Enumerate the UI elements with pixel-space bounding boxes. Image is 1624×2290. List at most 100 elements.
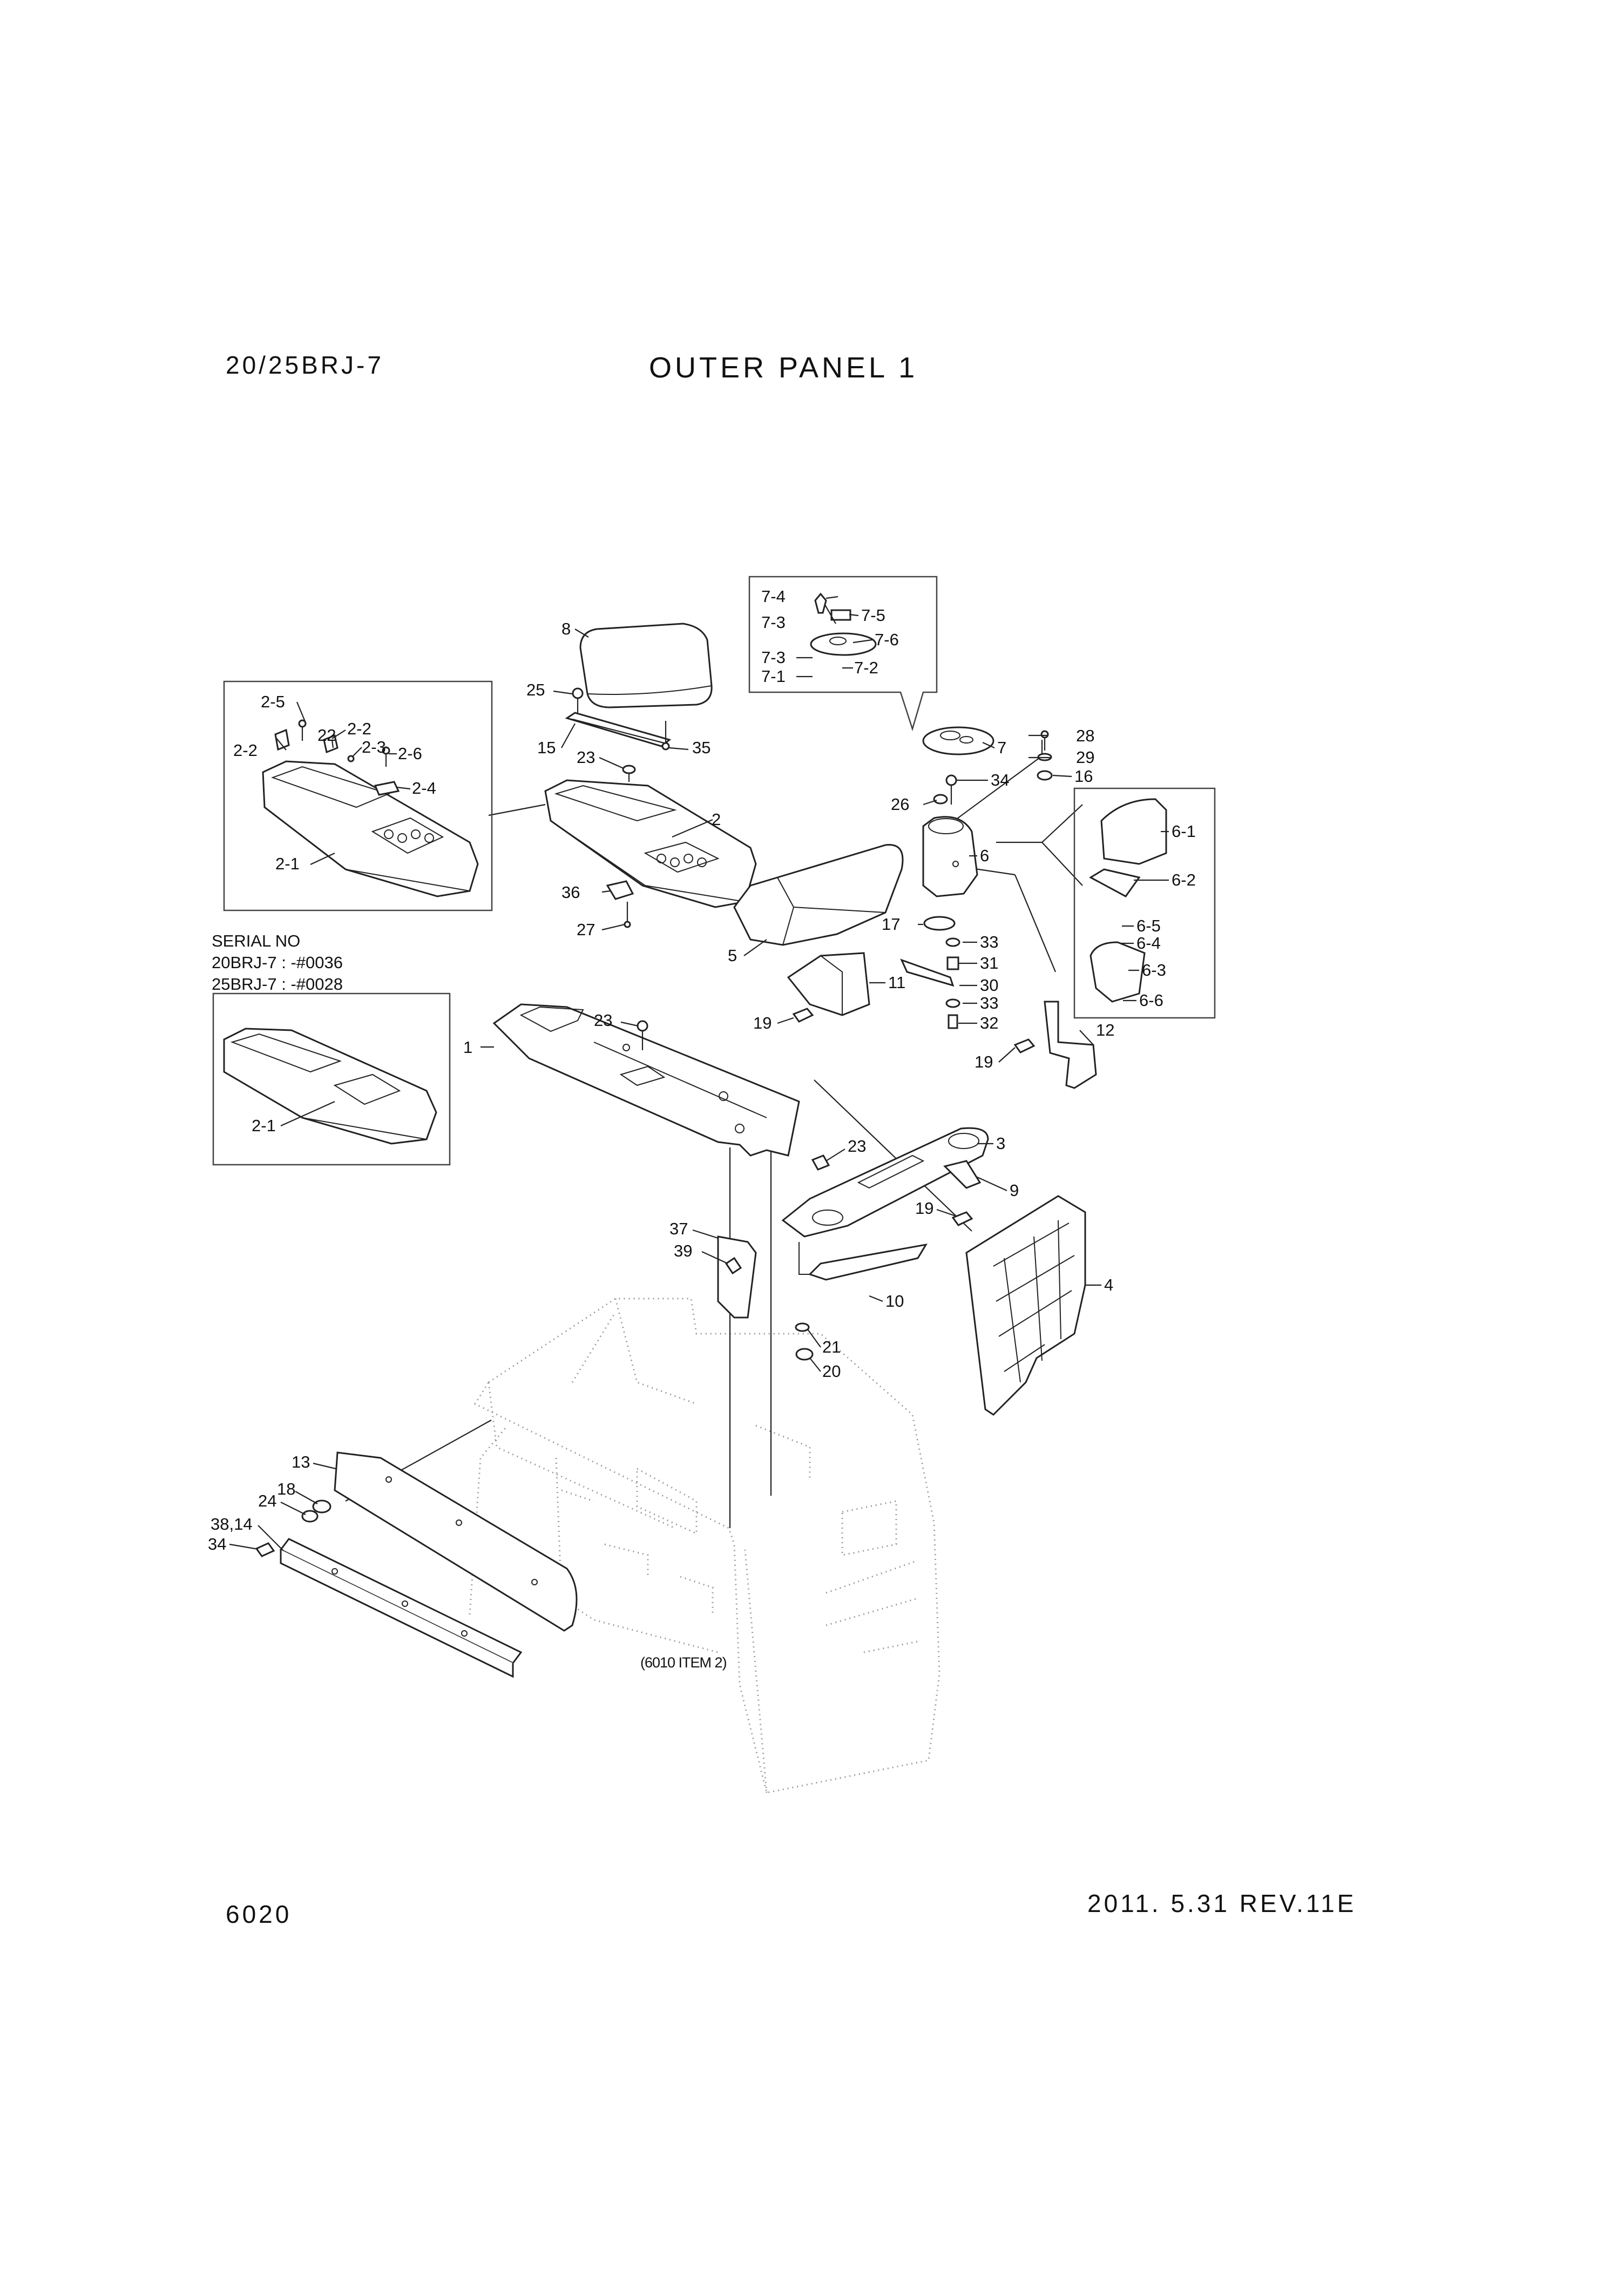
callout-label: 26: [891, 795, 909, 814]
inset-box-cover: [1073, 787, 1216, 1019]
callout-label: 25: [526, 680, 545, 699]
part-13-side-plate: [334, 1451, 578, 1632]
part-6-1-cover: [1100, 798, 1167, 865]
callout-label: 16: [1074, 767, 1093, 786]
part-10-bracket: [799, 1242, 928, 1281]
part-7-knob: [922, 726, 994, 755]
callout-label: 2-1: [252, 1116, 276, 1135]
callout-label: 33: [980, 994, 998, 1012]
callout-label: 6-3: [1142, 961, 1166, 980]
callout-label: 2-2: [233, 741, 258, 760]
part-5-front-cover: [733, 844, 904, 946]
callout-label: 7-4: [761, 587, 786, 606]
callout-label: 2-3: [362, 738, 386, 756]
callout-label: 24: [258, 1491, 276, 1510]
page-number: 6020: [226, 1900, 292, 1928]
part-11-bracket: [787, 952, 870, 1016]
callout-label: 37: [669, 1219, 688, 1238]
callout-label: 19: [975, 1052, 993, 1071]
callout-label: 5: [728, 946, 737, 965]
callout-label: 23: [594, 1011, 612, 1030]
callout-label: 7-3: [761, 648, 786, 667]
part-36-clip: [606, 880, 634, 900]
part-8-armrest-pad: [579, 623, 713, 708]
model-code: 20/25BRJ-7: [226, 351, 384, 379]
callout-label: 31: [980, 954, 998, 972]
callout-label: 7-3: [761, 613, 786, 632]
frame-outline-dotted: [469, 1298, 940, 1794]
callout-label: 6: [980, 846, 989, 865]
part-6-housing: [922, 816, 978, 897]
callout-label: 6-6: [1139, 991, 1163, 1010]
serial-line-25brj: 25BRJ-7 : -#0028: [212, 975, 343, 994]
callout-label: 2: [712, 810, 721, 829]
callout-label: 18: [277, 1480, 295, 1498]
callout-label: 8: [561, 619, 571, 638]
callout-label: 22: [317, 726, 336, 745]
callout-label: 7-6: [875, 630, 899, 649]
callout-label: 15: [537, 738, 556, 757]
callout-label: 2-4: [412, 779, 436, 798]
serial-heading: SERIAL NO: [212, 931, 301, 950]
part-6-2-plate: [1088, 868, 1141, 897]
callout-label: 23: [848, 1137, 866, 1156]
part-4-side-panel: [965, 1195, 1086, 1416]
part-2-1-panel-top: [262, 760, 479, 897]
serial-line-20brj: 20BRJ-7 : -#0036: [212, 953, 343, 972]
callout-label: 30: [980, 976, 998, 995]
part-2-panel-assy: [544, 779, 757, 908]
inset-box-serial-panel: [212, 992, 451, 1166]
inset-box-knob: [748, 576, 938, 732]
part-15-bracket: [565, 712, 672, 747]
callout-label: 6-4: [1136, 934, 1161, 953]
revision-date: 2011. 5.31 REV.11E: [1087, 1889, 1357, 1917]
fasteners: [255, 687, 1053, 1557]
callout-label: 11: [888, 973, 905, 992]
callout-label: 2-1: [275, 854, 300, 873]
callout-label: 1: [463, 1038, 472, 1057]
part-30-link: [900, 958, 955, 987]
callout-label: 23: [577, 748, 595, 767]
callout-label: 19: [915, 1199, 933, 1218]
part-6-3-base: [1090, 941, 1146, 1003]
callout-label: 6-1: [1172, 822, 1196, 841]
part-9-bracket: [943, 1160, 982, 1189]
callout-label: 32: [980, 1014, 998, 1032]
callout-label: 6-5: [1136, 916, 1161, 935]
callout-label: 39: [674, 1241, 692, 1260]
callout-label: 7: [997, 738, 1006, 757]
callout-label: 17: [882, 915, 900, 934]
callout-label: 7-1: [761, 667, 786, 686]
callout-label: 12: [1096, 1021, 1114, 1039]
callout-label: 2-6: [398, 744, 422, 763]
part-1-console: [492, 1003, 800, 1157]
part-7-6-knob-detail: [810, 592, 877, 656]
callout-label: 13: [292, 1453, 310, 1471]
callout-label: 7-5: [861, 606, 885, 625]
callout-label: 6-2: [1172, 870, 1196, 889]
callout-label: 7-2: [854, 658, 878, 677]
part-38-14-strip: [279, 1538, 523, 1678]
inset-box-control-panel: [223, 680, 493, 911]
callout-label: 28: [1076, 726, 1094, 745]
callout-label: 2-5: [261, 692, 285, 711]
reference-note: (6010 ITEM 2): [640, 1654, 727, 1671]
page-title: OUTER PANEL 1: [649, 352, 918, 384]
serial-note: SERIAL NO 20BRJ-7 : -#0036 25BRJ-7 : -#0…: [212, 930, 343, 995]
part-12-lever: [1044, 1001, 1097, 1089]
callout-label: 36: [561, 883, 580, 902]
callout-label: 9: [1010, 1181, 1019, 1200]
callout-label: 3: [996, 1134, 1005, 1153]
callout-label: 2-2: [347, 719, 371, 738]
leader-lines: [229, 596, 1169, 1551]
callout-labels: 1 2 2-1 2-1 2-2 2-2 2-3 2-4 2-5 2-6 3 4 …: [208, 587, 1196, 1553]
callout-label: 29: [1076, 748, 1094, 767]
callout-label: 33: [980, 933, 998, 951]
callout-label: 10: [885, 1292, 904, 1310]
part-2-1-panel-serial: [223, 1028, 437, 1145]
callout-label: 27: [577, 920, 595, 939]
callout-label: 35: [692, 738, 710, 757]
callout-label: 20: [822, 1362, 841, 1381]
callout-label: 38,14: [211, 1515, 253, 1534]
